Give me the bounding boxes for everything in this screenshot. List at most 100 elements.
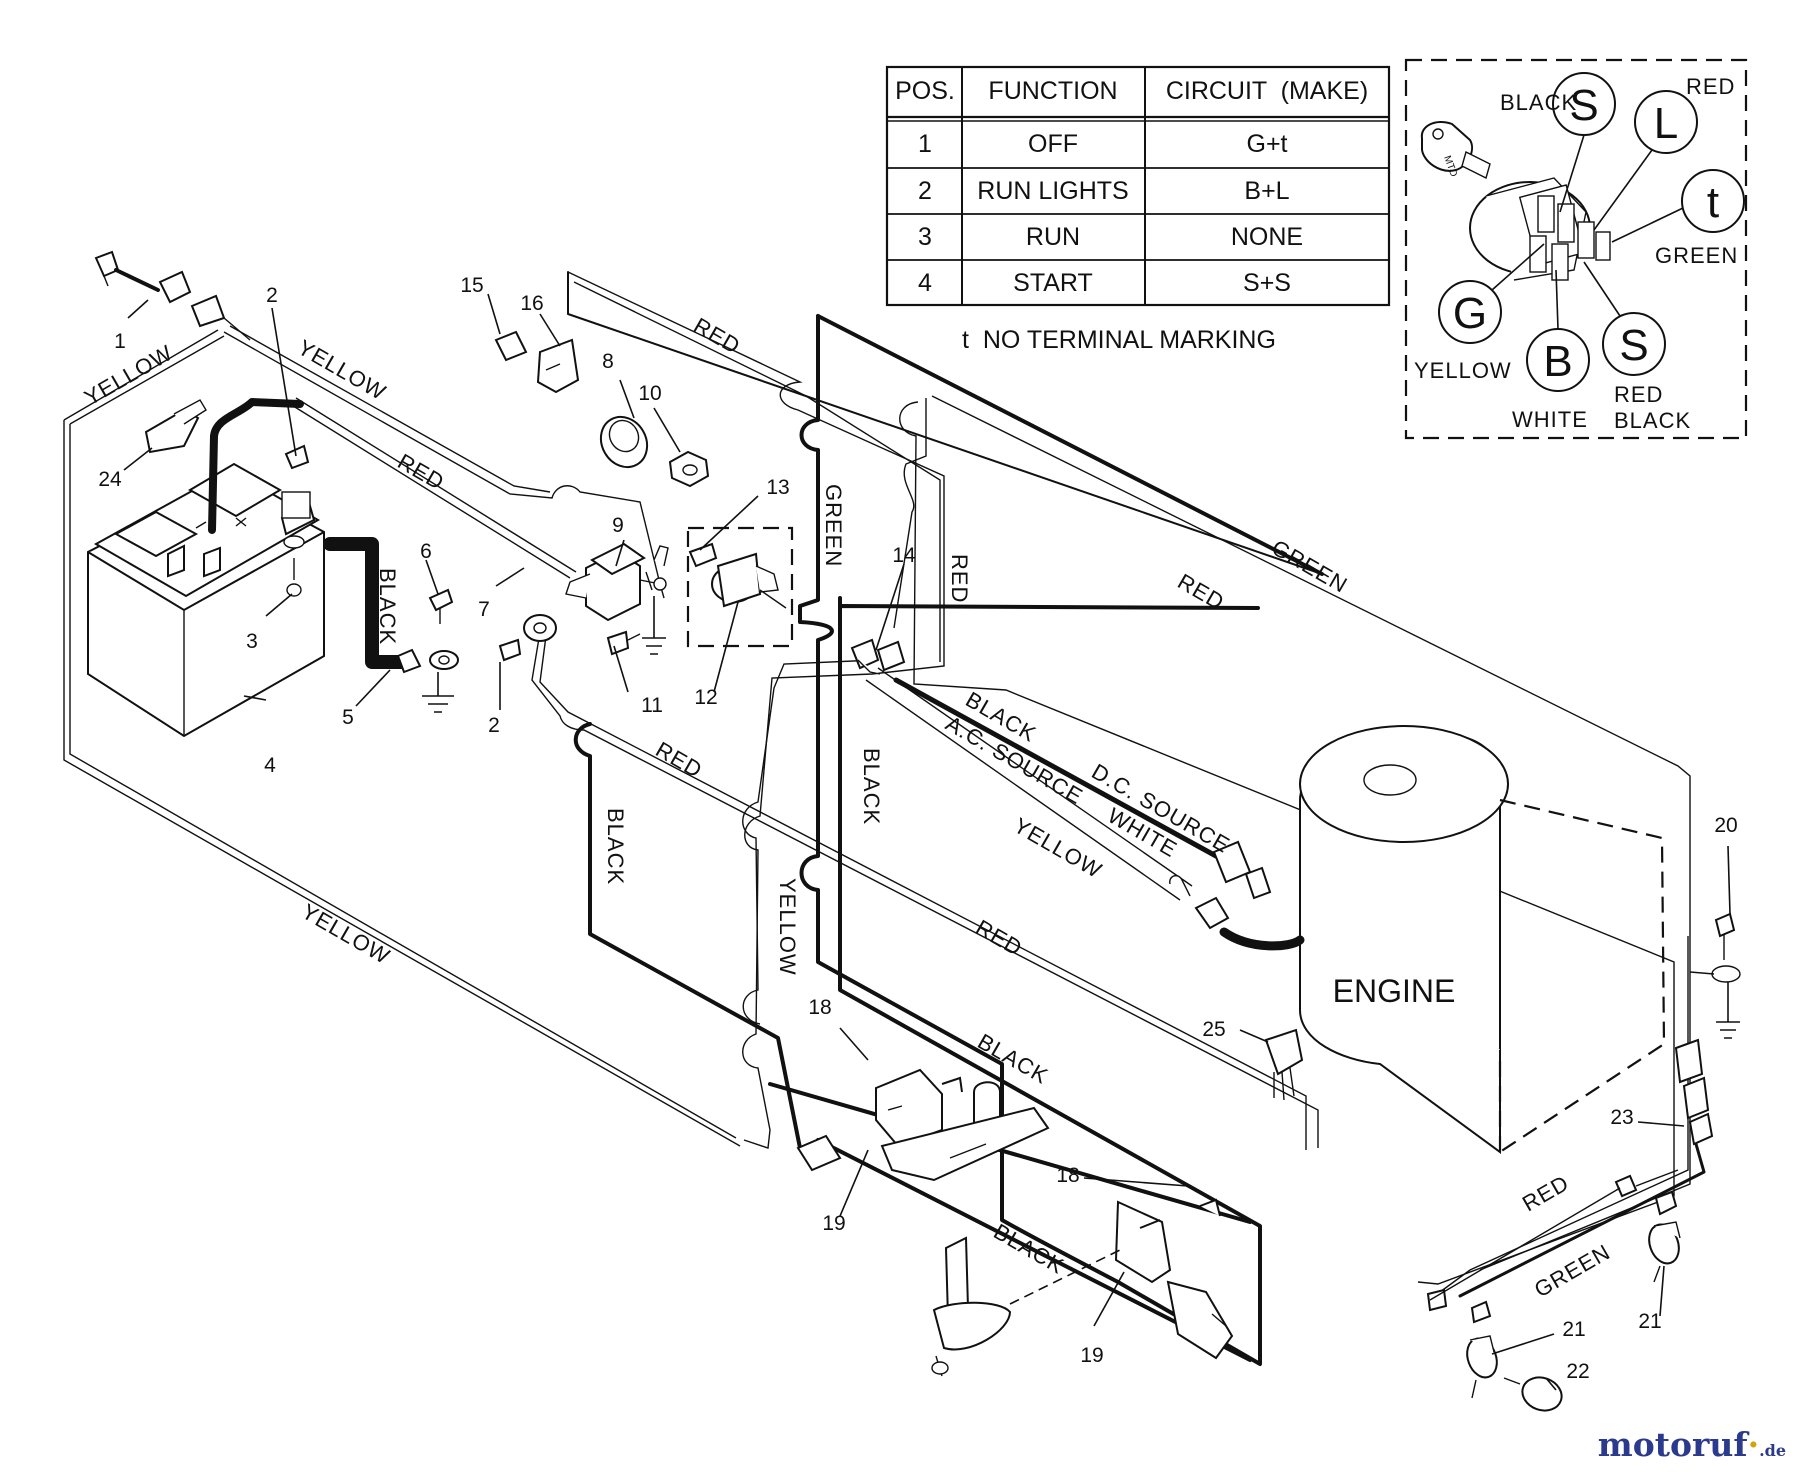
safety-switch-icon (796, 1068, 1050, 1182)
table-cell: OFF (1028, 130, 1078, 158)
bulb-icon (1503, 1376, 1563, 1412)
callout-3: 3 (246, 630, 258, 653)
brand-watermark: motoruf·.de (1597, 1425, 1786, 1464)
table-cell: 3 (918, 223, 932, 251)
switch-body-icon (1469, 177, 1611, 281)
table-cell: 4 (918, 269, 932, 297)
bezel-icon (599, 415, 649, 469)
wire-label-black: BLACK (974, 1029, 1053, 1089)
wire-label-yellow: YELLOW (775, 878, 800, 976)
callout-15: 15 (460, 274, 483, 297)
wire-label-red: RED (1518, 1170, 1573, 1216)
terminal-wire-label: WHITE (1512, 407, 1588, 432)
callout-1: 1 (114, 330, 126, 353)
terminal-wire-label: BLACK (1500, 90, 1577, 115)
wire-label-green: GREEN (821, 484, 846, 567)
callout-6: 6 (420, 540, 432, 563)
battery-icon (87, 398, 325, 738)
terminal-letter: G (1453, 289, 1487, 338)
ground-symbol-icon (1689, 912, 1741, 1039)
ignition-switch-dashed-box (686, 526, 794, 648)
wire-label-black: BLACK (603, 808, 628, 885)
table-header-function: FUNCTION (988, 77, 1117, 105)
callout-13: 13 (766, 476, 789, 499)
callout-2: 2 (266, 284, 278, 307)
terminal-wire-label: BLACK (1614, 408, 1691, 433)
callout-20: 20 (1714, 814, 1737, 837)
table-cell: G+t (1247, 130, 1288, 158)
harness-connector-icon (1674, 1038, 1704, 1084)
table-cell: NONE (1231, 223, 1303, 251)
callout-12: 12 (694, 686, 717, 709)
ground-symbol-icon (422, 672, 454, 713)
terminal-letter: S (1569, 81, 1598, 130)
wire-label-black: BLACK (859, 748, 884, 825)
callout-5: 5 (342, 706, 354, 729)
screw-icon (606, 630, 630, 656)
ignition-switch-detail: MTD S L t G B S (1404, 58, 1748, 440)
callout-10: 10 (638, 382, 661, 405)
terminal-wire-label: GREEN (1655, 243, 1738, 268)
wire-label-red: RED (652, 737, 707, 783)
terminal-g (1438, 280, 1502, 344)
nut-icon (284, 444, 310, 470)
terminal-letter: S (1619, 321, 1648, 370)
terminal-wire-label: RED (1614, 382, 1663, 407)
callout-numbers: 1 2 2 3 4 5 6 7 8 9 10 11 12 13 14 15 16… (98, 274, 1737, 1383)
terminal-t (1681, 169, 1745, 233)
callout-25: 25 (1202, 1018, 1225, 1041)
callout-leaders (123, 293, 1731, 1391)
table-cell: RUN LIGHTS (977, 177, 1128, 205)
engine-label: ENGINE (1333, 973, 1456, 1009)
wire-label-yellow: YELLOW (1010, 813, 1107, 884)
callout-18: 18 (808, 996, 831, 1019)
terminal-letter: B (1543, 337, 1572, 386)
safety-switch-icon (931, 1198, 1234, 1377)
key-icon: MTD (1420, 120, 1491, 180)
wire-label-green: GREEN (1268, 535, 1353, 598)
callout-19: 19 (822, 1212, 845, 1235)
switch-function-table: POS. FUNCTION CIRCUIT (MAKE) 1 OFF G+t 2… (885, 65, 1391, 354)
harness-connector-icon (850, 638, 906, 675)
screw-icon (428, 588, 454, 612)
callout-14: 14 (892, 544, 916, 567)
wire-label-red: RED (972, 915, 1027, 961)
callout-16: 16 (520, 292, 543, 315)
table-cell: 2 (918, 177, 932, 205)
main-harness-outline (567, 271, 1324, 1366)
ground-symbol-icon (642, 596, 666, 655)
table-cell: S+S (1243, 269, 1291, 297)
engine-icon: ENGINE (1299, 725, 1666, 1154)
callout-4: 4 (264, 754, 276, 777)
callout-18: 18 (1056, 1164, 1079, 1187)
callout-11: 11 (641, 694, 663, 717)
wire-label-yellow: YELLOW (298, 899, 395, 970)
wire-label-red: RED (947, 554, 972, 603)
table-footnote: t NO TERMINAL MARKING (962, 326, 1276, 354)
lamp-socket-icon (1466, 1221, 1681, 1399)
terminal-letter: t (1707, 178, 1719, 227)
terminal-letter: L (1654, 99, 1678, 148)
callout-2: 2 (488, 714, 500, 737)
ignition-switch-icon (688, 542, 787, 609)
table-header-pos: POS. (895, 77, 955, 105)
terminal-wire-label: YELLOW (1414, 358, 1512, 383)
table-cell: START (1013, 269, 1093, 297)
callout-22: 22 (1566, 1360, 1589, 1383)
callout-7: 7 (478, 598, 490, 621)
terminal-s-bottom (1602, 312, 1666, 376)
harness-connector-icon (94, 250, 251, 341)
wire-label-black: BLACK (375, 568, 400, 645)
table-header-circuit: CIRCUIT (MAKE) (1166, 77, 1368, 105)
connector-icon (1264, 1028, 1304, 1076)
callout-9: 9 (612, 514, 624, 537)
terminal-l (1634, 90, 1698, 154)
table-cell: B+L (1244, 177, 1289, 205)
table-cell: 1 (918, 130, 932, 158)
table-cell: RUN (1026, 223, 1080, 251)
callout-21: 21 (1638, 1310, 1661, 1333)
terminal-wire-label: RED (1686, 74, 1735, 99)
callout-19: 19 (1080, 1344, 1103, 1367)
callout-8: 8 (602, 350, 614, 373)
